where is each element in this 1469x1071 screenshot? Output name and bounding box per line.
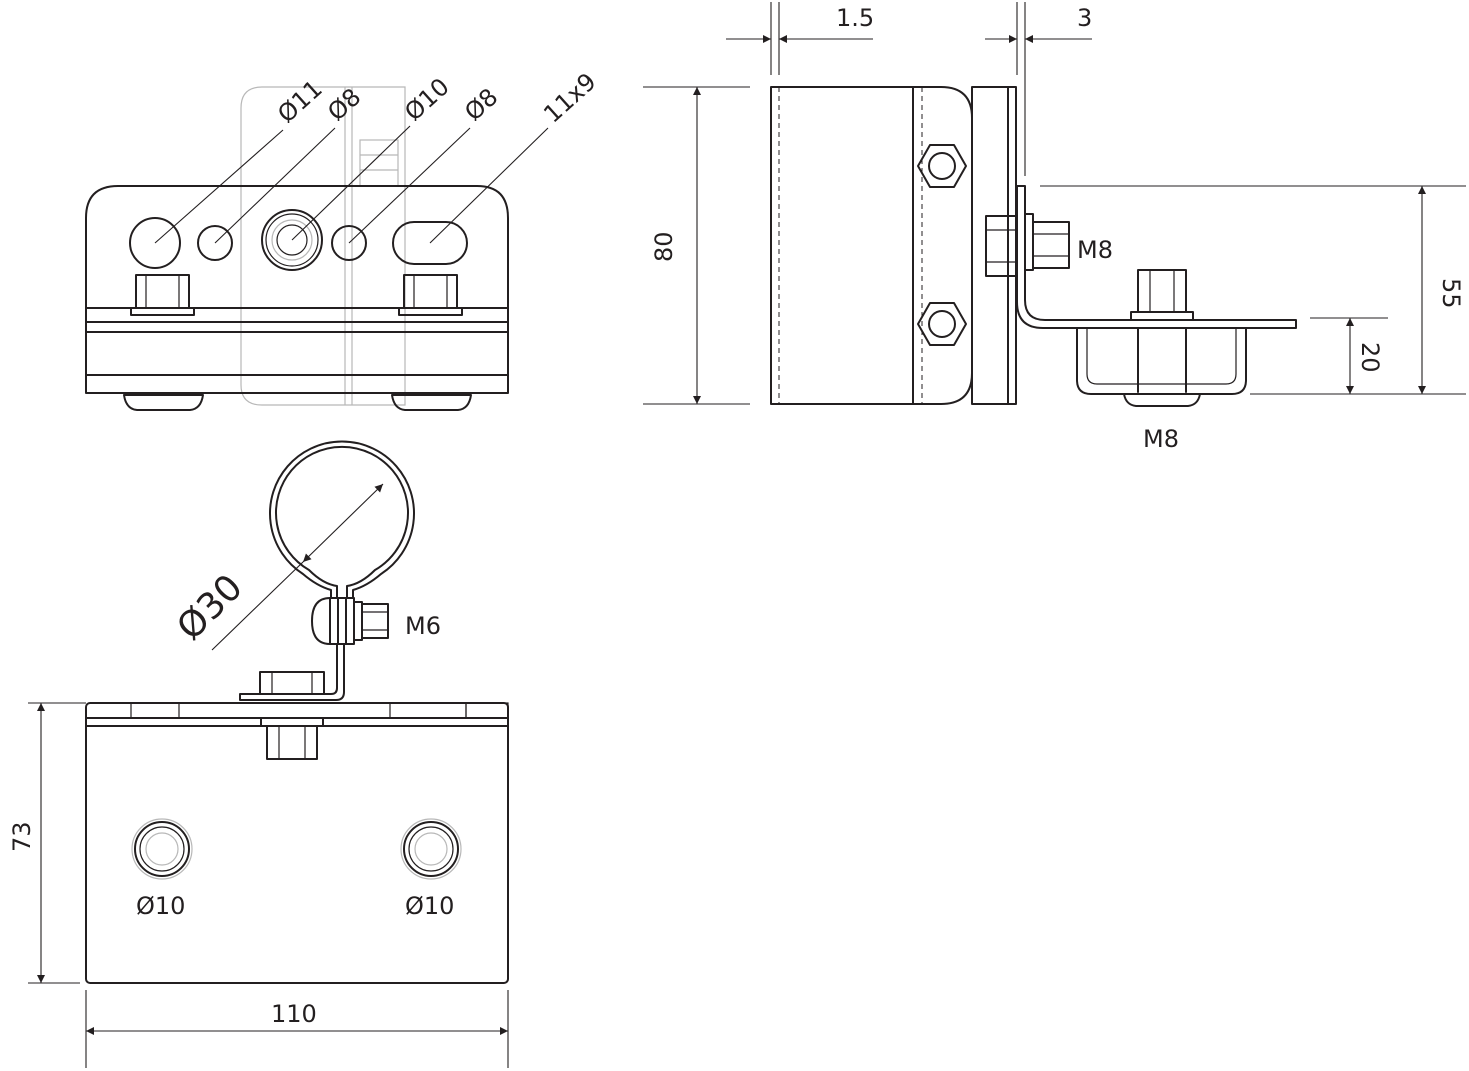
side-l-bracket: [1016, 185, 1297, 329]
label-hole-d11: Ø11: [272, 75, 327, 129]
label-slot-11x9: 11x9: [538, 67, 601, 128]
label-hole-d10: Ø10: [399, 73, 454, 127]
front-bolt-right: [398, 274, 463, 316]
plan-center-bolt: [259, 671, 325, 760]
svg-text:80: 80: [650, 231, 678, 262]
dim-flange: 3: [985, 2, 1092, 176]
side-view: 1.5 3 80 55 20 M8 M8: [643, 2, 1466, 453]
ghost-clamp-outline: [240, 86, 406, 406]
svg-text:55: 55: [1437, 278, 1465, 309]
side-bolt-lower: [1123, 269, 1201, 407]
front-nut-left: [123, 394, 204, 411]
side-hex-nut-upper: [917, 144, 967, 188]
hole-d11: [129, 217, 181, 269]
plan-hole-right: [400, 818, 462, 880]
dim-depth: 73: [8, 702, 86, 984]
dim-thickness: 1.5: [726, 2, 874, 75]
slot-11x9: [392, 221, 468, 265]
front-nut-right: [391, 394, 472, 411]
svg-text:Ø30: Ø30: [169, 567, 250, 648]
label-bolt-upper: M8: [1077, 236, 1113, 264]
svg-text:73: 73: [8, 821, 36, 852]
side-u-saddle: [1076, 327, 1247, 395]
dim-flange-height: 20: [1310, 317, 1388, 394]
svg-text:110: 110: [271, 1000, 317, 1028]
plan-view: Ø10 Ø10 Ø30 M6 73 110: [8, 440, 509, 1068]
side-clamp-body: [770, 86, 973, 405]
front-bolt-left: [130, 274, 195, 316]
hole-d8-left: [197, 225, 233, 261]
svg-text:20: 20: [1356, 342, 1384, 373]
front-bracket-plate: [85, 185, 509, 394]
side-vertical-plate: [971, 86, 1017, 405]
hole-d8-right: [331, 225, 367, 261]
svg-text:1.5: 1.5: [836, 4, 874, 32]
clamp-bolt-m6: [239, 597, 389, 701]
hole-d10-with-bolt: [261, 209, 323, 271]
plan-hole-left: [131, 818, 193, 880]
dim-height: 80: [643, 86, 750, 405]
label-hole-d8-right: Ø8: [459, 83, 503, 127]
label-bolt-lower: M8: [1143, 425, 1179, 453]
svg-text:3: 3: [1077, 4, 1092, 32]
ring-clamp: [269, 440, 415, 599]
front-view: Ø11 Ø8 Ø10 Ø8 11x9: [85, 67, 602, 411]
dim-width: 110: [85, 990, 509, 1068]
label-clamp-bolt: M6: [405, 612, 441, 640]
label-plan-hole-right: Ø10: [405, 892, 454, 920]
dim-offset: 55: [1040, 185, 1466, 395]
label-hole-d8-left: Ø8: [322, 83, 366, 127]
front-leader-lines: [154, 125, 549, 244]
side-hex-nut-lower: [917, 302, 967, 346]
side-bolt-upper: [985, 213, 1070, 277]
label-plan-hole-left: Ø10: [136, 892, 185, 920]
plan-base-plate: [85, 702, 509, 984]
